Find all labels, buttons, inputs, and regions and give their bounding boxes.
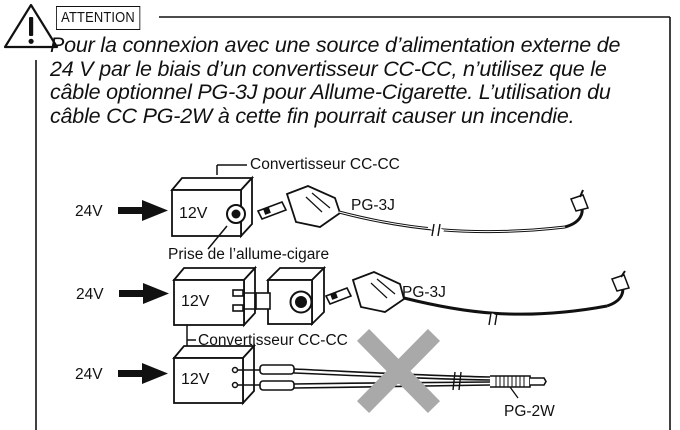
dc-dc-converter-1 [170,175,255,239]
pg3j-cable-1 [256,185,590,234]
label-pg2w: PG-2W [504,403,555,420]
warning-line: 24 V par le biais d’un convertisseur CC-… [50,56,607,81]
output-voltage-label: 12V [181,371,210,388]
input-voltage-label: 24V [75,366,103,383]
cigarette-socket [265,265,327,327]
warning-triangle-icon [3,3,59,49]
arrow-right-icon [119,283,169,304]
label-converter-top: Convertisseur CC-CC [250,156,400,173]
prohibited-x-icon [356,328,441,414]
warning-text: Pour la connexion avec une source d’alim… [50,33,670,128]
warning-line: câble CC PG-2W à cette fin pourrait caus… [50,103,575,128]
panel-frame [35,16,671,430]
label-pg3j-2: PG-3J [402,284,446,301]
arrow-right-icon [118,200,168,221]
pg3j-cable-2 [324,270,631,316]
label-converter-mid: Convertisseur CC-CC [198,332,348,349]
dc-dc-converter-2 [172,265,258,328]
warning-line: Pour la connexion avec une source d’alim… [50,33,621,57]
dc-dc-converter-3 [172,340,257,406]
output-voltage-label: 12V [179,205,208,222]
arrow-right-icon [118,363,168,384]
warning-line: câble optionnel PG-3J pour Allume-Cigare… [50,80,611,104]
label-pg3j-1: PG-3J [351,197,395,214]
attention-badge: ATTENTION [56,6,141,30]
input-voltage-label: 24V [76,286,104,303]
label-cigarette-socket: Prise de l’allume-cigare [168,246,330,263]
output-voltage-label: 12V [181,293,210,310]
socket-adapter-plug [186,289,271,341]
input-voltage-label: 24V [75,203,103,220]
